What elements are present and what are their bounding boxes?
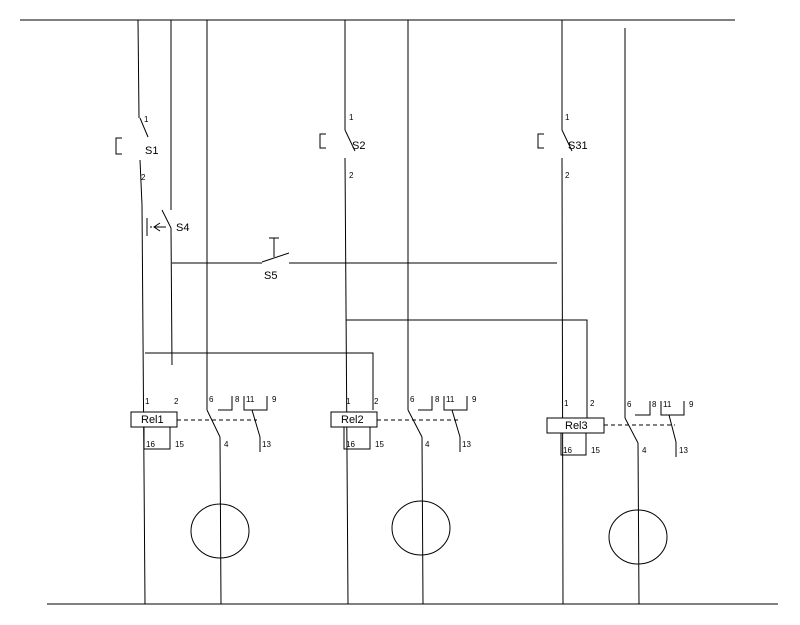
rel3-pin-9: 9: [689, 400, 694, 409]
s31-label: S31: [568, 140, 588, 152]
rel3-pin-6: 6: [627, 400, 632, 409]
rel2-pin-11: 11: [446, 395, 455, 404]
s4-arrow-symbol: [153, 222, 166, 232]
rel1-contact-13: [251, 409, 261, 438]
relay-group-2: 1 2 S2 Rel2 1 2 16 15 6 8 11 9 4 13: [319, 20, 588, 605]
s4-contact-blade: [161, 209, 172, 229]
s2-actuator-symbol: [319, 133, 326, 149]
rel3-pin-4: 4: [642, 446, 647, 455]
rel1-pin-1: 1: [145, 397, 150, 406]
s2-label: S2: [352, 140, 365, 152]
rel2-contact-13: [451, 409, 461, 438]
s1-contact-blade: [139, 117, 149, 138]
rel1-label: Rel1: [141, 414, 164, 426]
s1-actuator-symbol: [115, 137, 122, 155]
s2-pin-2: 2: [349, 171, 354, 180]
s31-pin-2: 2: [565, 171, 570, 180]
lamp-3: [608, 509, 668, 565]
s31-pin-1: 1: [565, 113, 570, 122]
switch-s1: 1 2 S1: [115, 19, 158, 206]
rel3-pin-2: 2: [590, 399, 595, 408]
rel2-pin-16: 16: [346, 440, 355, 449]
col1-main-wire: [141, 204, 146, 605]
s31-actuator-symbol: [537, 133, 544, 149]
s5-contact-blade: [261, 252, 290, 263]
rel1-contact-8: [218, 396, 233, 411]
rel1-wire-4: [219, 436, 222, 605]
s4-label: S4: [176, 222, 189, 234]
rel1-pin-11: 11: [246, 395, 255, 404]
rel1-pin-15: 15: [175, 440, 184, 449]
rel2-pin-1: 1: [346, 397, 351, 406]
rel1-pin-4: 4: [224, 440, 229, 449]
rel2-pin-4: 4: [425, 440, 430, 449]
rel3-wire-4: [637, 442, 640, 605]
rel2-label: Rel2: [341, 414, 364, 426]
rel3-label: Rel3: [565, 420, 588, 432]
rel2-pin-6: 6: [410, 395, 415, 404]
rel3-contact-13: [668, 414, 677, 443]
link-rel1-to-rel2: [145, 352, 374, 410]
s1-wire-bottom: [139, 159, 143, 206]
rel1-pin-13: 13: [262, 440, 271, 449]
switch-s4: S4: [146, 20, 189, 366]
s31-contact-blade: [561, 129, 573, 152]
relay-rel1: Rel1 1 2 16 15 6 8 11 9 4 13: [130, 395, 277, 605]
rel1-pin-8: 8: [235, 395, 240, 404]
s2-pin-1: 1: [349, 113, 354, 122]
rel3-pin-16: 16: [563, 446, 572, 455]
s5-push-symbol: [269, 237, 279, 257]
switch-s2: 1 2 S2: [319, 20, 365, 605]
rel2-pin-15: 15: [375, 440, 384, 449]
rel2-contact-8: [418, 396, 433, 411]
switch-s31: 1 2 S31: [537, 20, 588, 605]
rel3-pin-11: 11: [663, 400, 672, 409]
relay-rel2: Rel2 1 2 16 15 6 8 11 9 4 13: [330, 395, 477, 605]
rel2-bottom-terminal: [343, 427, 371, 450]
link-rel2-to-rel3: [346, 319, 588, 418]
relay-group-1: 1 2 S1 S4 Rel1 1 2 16 15: [115, 19, 374, 605]
rel1-bottom-terminal: [143, 427, 171, 450]
rel3-contact-6: [624, 417, 639, 444]
rel1-pin-2: 2: [174, 397, 179, 406]
rel2-pin-13: 13: [462, 440, 471, 449]
rel3-contact-8: [635, 401, 651, 416]
switch-s5: S5: [172, 237, 557, 282]
rel1-contact-11-9: [243, 396, 268, 411]
rel1-pin-6: 6: [209, 395, 214, 404]
rel2-wire-4: [421, 436, 424, 605]
rel3-pin-8: 8: [652, 400, 657, 409]
rel3-bottom-terminal: [560, 433, 587, 456]
s4-wire-bottom: [170, 227, 173, 366]
s2-wire-bottom: [344, 157, 349, 605]
relay-rel3: Rel3 1 2 16 15 6 8 11 9 4 13: [546, 399, 694, 605]
s5-label: S5: [264, 270, 277, 282]
s1-pin-1: 1: [144, 115, 149, 124]
lamp-2: [391, 500, 451, 556]
s1-wire-top: [137, 19, 140, 119]
rel1-pin-9: 9: [272, 395, 277, 404]
rel3-pin-15: 15: [591, 446, 600, 455]
s1-label: S1: [145, 145, 158, 157]
relay-group-3: 1 2 S31 Rel3 1 2 16 15 6 8 11 9 4 13: [537, 20, 694, 605]
rel2-pin-8: 8: [435, 395, 440, 404]
rel2-pin-9: 9: [472, 395, 477, 404]
s2-contact-blade: [344, 129, 356, 152]
s1-pin-2: 2: [141, 173, 146, 182]
s31-wire-bottom: [561, 157, 564, 605]
rel2-pin-2: 2: [374, 397, 379, 406]
rel1-contact-6: [206, 409, 221, 438]
lamp-1: [190, 503, 250, 559]
rel1-pin-16: 16: [146, 440, 155, 449]
rel3-pin-1: 1: [564, 399, 569, 408]
rel3-contact-11-9: [660, 401, 685, 416]
rel2-contact-6: [407, 409, 423, 438]
rel2-contact-11-9: [443, 396, 468, 411]
rel3-pin-13: 13: [679, 446, 688, 455]
